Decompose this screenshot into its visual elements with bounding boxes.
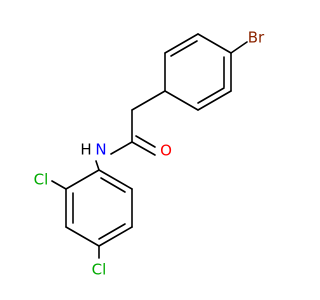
molecule-canvas: Br O N H Cl Cl [33,28,266,279]
bond-n-ring2 [95,160,100,171]
bond-ring1-e [197,90,232,111]
bond-ring2-a [65,169,100,190]
bond-ring1-ch2 [131,90,166,111]
bond-ring1-inner-1 [170,40,198,57]
bond-carbonyl-n [110,141,133,155]
molecule-structure: Br O N H Cl Cl [34,29,265,279]
bond-ring2-inner-2 [98,223,126,240]
chlorine-label-2: Cl [92,261,107,279]
dichlorophenyl-ring [65,160,133,247]
bond-ring1-inner-2 [197,87,225,104]
oxygen-label: O [160,142,172,160]
bond-ring2-inner-3 [100,177,126,193]
bromophenyl-ring [164,33,232,111]
bond-ring1-b [164,33,199,54]
bond-c-cl1 [51,180,67,190]
bond-carbonyl-o-1 [131,141,156,156]
bond-carbonyl-o-2 [135,135,156,148]
chlorine-label-1: Cl [34,171,49,189]
bromine-label: Br [248,29,265,47]
hydrogen-label: H [80,141,91,159]
bond-c-br [230,41,248,54]
nitrogen-label: N [95,141,106,159]
bond-ring1-d [164,90,199,111]
bond-ring2-f [98,169,133,190]
bond-ring1-a [197,33,232,54]
bond-ring2-c [65,226,100,247]
bond-ring2-d [98,226,133,247]
